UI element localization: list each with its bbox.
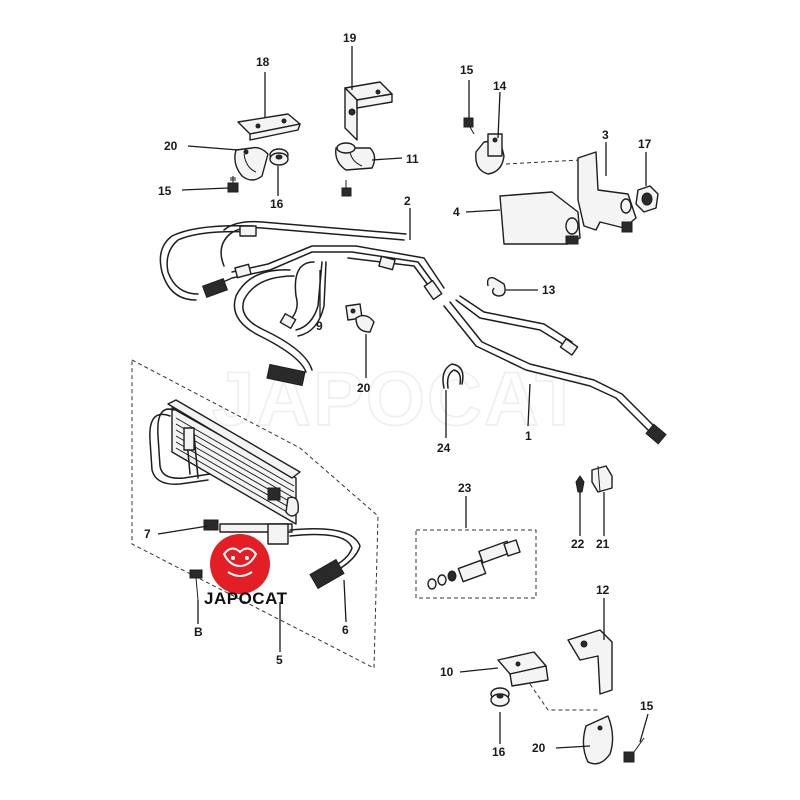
part-20-clamp-lower xyxy=(582,715,614,765)
callout-15-upper-left: 15 xyxy=(158,184,172,198)
part-19-bracket xyxy=(344,81,393,141)
callout-6: 6 xyxy=(342,623,349,637)
part-18-bracket xyxy=(237,113,301,141)
part-1-tube xyxy=(443,295,667,445)
callout-22: 22 xyxy=(571,537,585,551)
callout-14: 14 xyxy=(493,79,507,93)
callout-10: 10 xyxy=(440,665,454,679)
logo-text: JAPOCAT xyxy=(204,589,288,608)
callout-9: 9 xyxy=(316,319,323,333)
callout-17: 17 xyxy=(638,137,652,151)
callout-2: 2 xyxy=(404,194,411,208)
callout-11: 11 xyxy=(406,152,419,166)
callout-13: 13 xyxy=(542,283,556,297)
part-16-grommet-upper xyxy=(269,148,289,166)
hose-assembly-2-9 xyxy=(159,220,445,387)
part-23-fitting-kit xyxy=(415,529,537,599)
logo-red-circle xyxy=(210,534,270,594)
part-20-clip-middle xyxy=(345,303,375,333)
callout-1: 1 xyxy=(525,429,532,443)
part-15-screw-mid xyxy=(341,180,352,197)
part-22-fitting xyxy=(575,475,585,493)
part-10-bracket xyxy=(497,651,600,711)
callout-23: 23 xyxy=(458,481,472,495)
callout-21: 21 xyxy=(596,537,610,551)
part-21-fitting xyxy=(591,465,613,493)
callout-16-lower: 16 xyxy=(492,745,506,759)
part-11-clamp xyxy=(335,142,376,171)
part-15-screw-lower xyxy=(623,737,645,763)
callout-18: 18 xyxy=(256,55,270,69)
callout-15-lower: 15 xyxy=(640,699,654,713)
callout-20-middle: 20 xyxy=(357,381,371,395)
callout-20-upper: 20 xyxy=(164,139,178,153)
callout-b: B xyxy=(194,625,203,639)
part-12-bracket xyxy=(567,629,613,695)
part-16-grommet-lower xyxy=(490,687,510,707)
callout-3: 3 xyxy=(602,128,609,142)
callout-4: 4 xyxy=(453,205,460,219)
part-20-clamp-upper xyxy=(234,146,269,181)
callout-24: 24 xyxy=(437,441,451,455)
part-14-clamp xyxy=(475,133,581,175)
callout-15-upper-right: 15 xyxy=(460,63,474,77)
part-15-screw-upper-right xyxy=(463,117,475,135)
callout-7: 7 xyxy=(144,527,151,541)
part-13-clip xyxy=(486,276,506,297)
part-3-bracket xyxy=(577,151,637,233)
callout-16-upper: 16 xyxy=(270,197,284,211)
part-17-nut xyxy=(635,185,659,213)
japocat-logo: JAPOCAT xyxy=(204,534,288,608)
callout-19: 19 xyxy=(343,31,357,45)
callout-labels: 1 2 3 4 5 6 7 B 9 10 11 12 13 14 15 15 1… xyxy=(144,31,654,759)
callout-12: 12 xyxy=(596,583,610,597)
callout-5: 5 xyxy=(276,653,283,667)
part-5-oil-cooler xyxy=(131,359,379,669)
leader-lines xyxy=(157,46,649,749)
part-4-bracket xyxy=(499,191,581,245)
callout-20-lower: 20 xyxy=(532,741,546,755)
part-24-clip xyxy=(442,363,464,389)
part-15-screw-upper-left xyxy=(227,176,239,193)
